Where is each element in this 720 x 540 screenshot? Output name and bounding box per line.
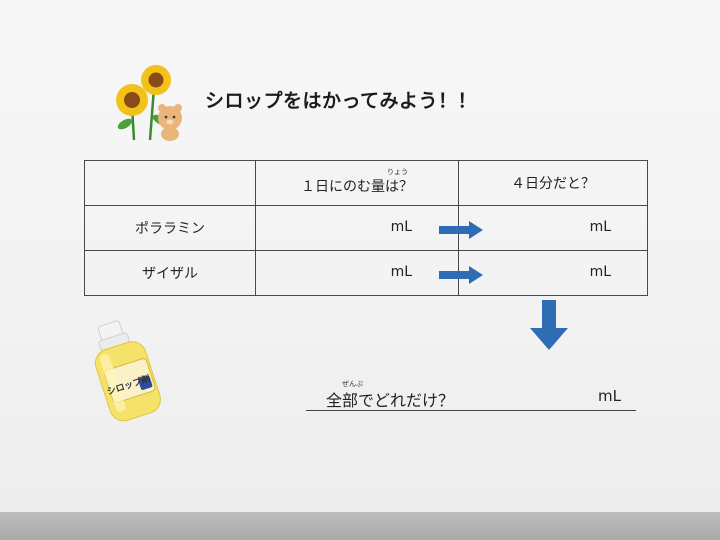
table-row: ザイザル mL mL [84, 250, 648, 296]
sunflower-bear-illustration [110, 62, 190, 146]
header-daily-amount: りょう １日にのむ量は？ [255, 160, 459, 206]
medicine-name: ザイザル [84, 250, 256, 296]
syrup-table: りょう １日にのむ量は？ ４日分だと？ ポララミン mL mL ザイザル mL [84, 160, 648, 296]
total-ruby: ぜんぶ [342, 380, 363, 388]
total-answer-line[interactable] [306, 410, 636, 411]
right-arrow-icon [439, 221, 483, 239]
unit-label: mL [589, 264, 611, 280]
header-daily-amount-label: １日にのむ量は？ [301, 179, 413, 195]
daily-amount-input-cell[interactable]: mL [255, 250, 459, 296]
page-title: シロップをはかってみよう！！ [205, 90, 478, 112]
unit-label: mL [589, 219, 611, 235]
total-unit-label: mL [598, 387, 621, 405]
four-day-amount-input-cell[interactable]: mL [439, 205, 648, 251]
down-arrow-icon [530, 300, 568, 350]
table-row: ポララミン mL mL [84, 205, 648, 251]
table-surface [0, 512, 720, 540]
syrup-bottle-illustration: シロップ剤 [88, 318, 180, 434]
right-arrow-icon [439, 266, 483, 284]
header-empty-cell [84, 160, 256, 206]
header-four-days: ４日分だと？ [458, 160, 648, 206]
medicine-name: ポララミン [84, 205, 256, 251]
unit-label: mL [390, 264, 412, 280]
header-ruby: りょう [387, 168, 408, 176]
table-header-row: りょう １日にのむ量は？ ４日分だと？ [84, 160, 648, 206]
four-day-amount-input-cell[interactable]: mL [439, 250, 648, 296]
unit-label: mL [390, 219, 412, 235]
daily-amount-input-cell[interactable]: mL [255, 205, 459, 251]
total-question: 全部でどれだけ？ [326, 391, 455, 410]
